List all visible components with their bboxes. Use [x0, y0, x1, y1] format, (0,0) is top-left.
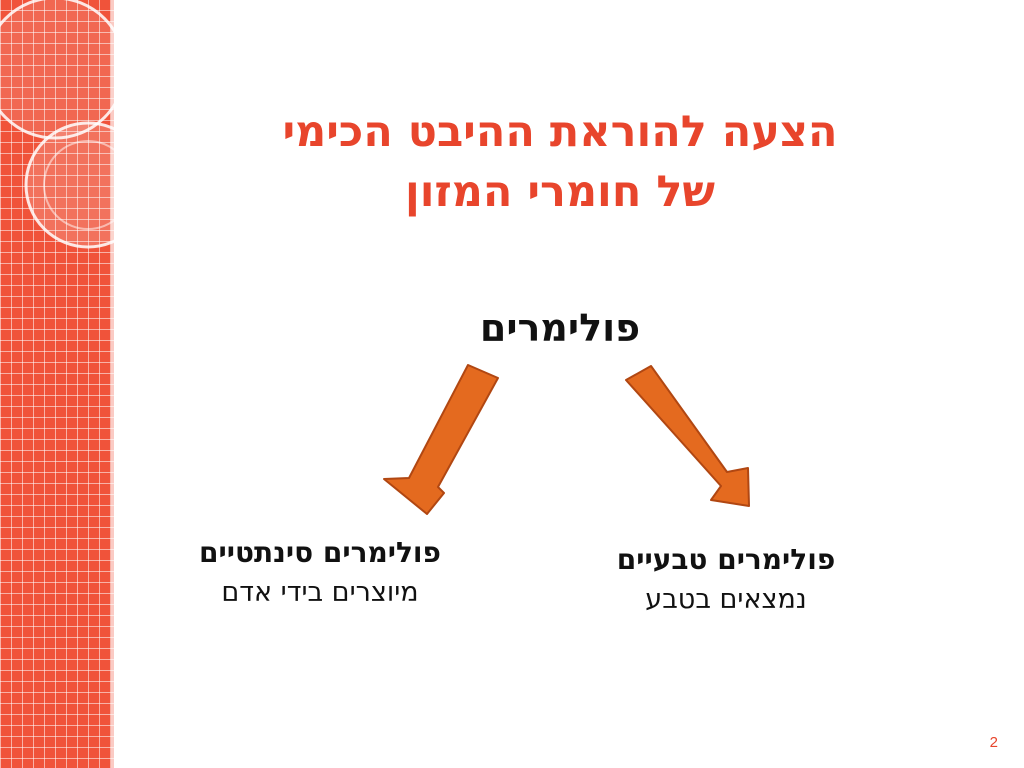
slide-title-line-1: הצעה להוראת ההיבט הכימי: [282, 107, 838, 157]
synthetic-polymers-subtitle: מיוצרים בידי אדם: [221, 577, 419, 608]
decorative-side-panel: [0, 0, 114, 768]
natural-polymers-subtitle: נמצאים בטבע: [645, 584, 807, 615]
polymers-heading: פולימרים: [479, 306, 641, 350]
page-number: 2: [989, 734, 998, 751]
natural-polymers-title: פולימרים טבעיים: [616, 543, 836, 576]
decorative-circles: [0, 0, 114, 249]
panel-edge: [111, 0, 114, 768]
slide-title: הצעה להוראת ההיבט הכימי של חומרי המזון: [180, 102, 940, 222]
arrow-to-synthetic-icon: [383, 364, 499, 515]
arrow-to-natural-icon: [625, 365, 750, 507]
synthetic-polymers-title: פולימרים סינתטיים: [199, 536, 441, 569]
slide-title-line-2: של חומרי המזון: [405, 167, 715, 217]
branch-synthetic-polymers: פולימרים סינתטיים מיוצרים בידי אדם: [150, 533, 490, 613]
branch-natural-polymers: פולימרים טבעיים נמצאים בטבע: [556, 540, 896, 620]
